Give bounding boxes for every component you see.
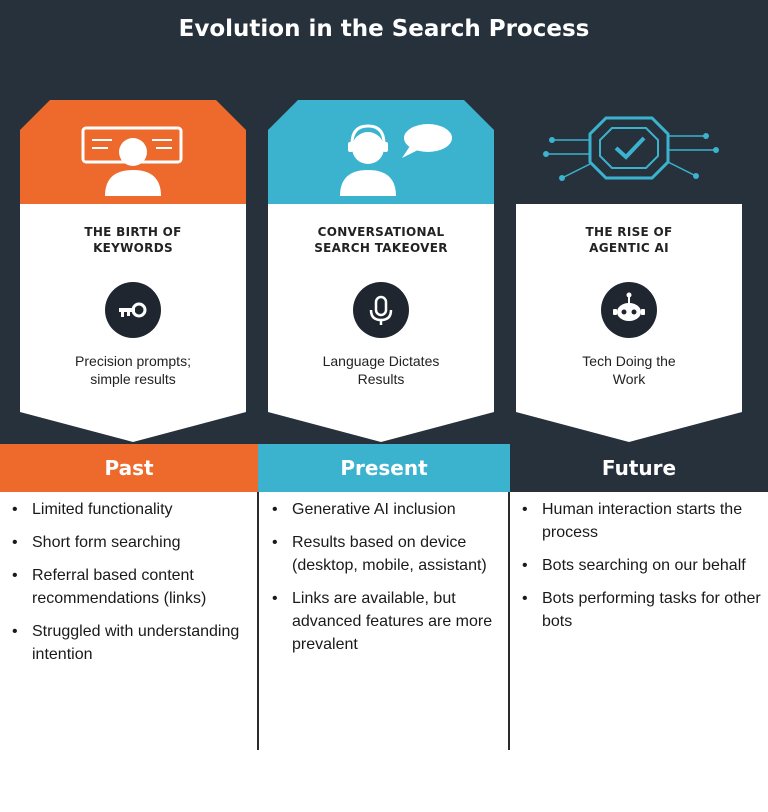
band-present: Present: [258, 444, 510, 492]
column-present: Generative AI inclusion Results based on…: [262, 498, 504, 666]
list-item: Links are available, but advanced featur…: [262, 587, 504, 656]
list-item: Struggled with understanding intention: [2, 620, 250, 666]
key-icon: [105, 282, 161, 338]
list-item: Generative AI inclusion: [262, 498, 504, 521]
page-title: Evolution in the Search Process: [178, 16, 590, 42]
card-body: THE RISE OF AGENTIC AI Tech Doing the Wo…: [516, 204, 742, 442]
card-conversational: CONVERSATIONAL SEARCH TAKEOVER Language …: [268, 100, 494, 442]
list-item: Bots searching on our behalf: [512, 554, 762, 577]
speaking-person-icon: [340, 124, 452, 196]
list-item: Limited functionality: [2, 498, 250, 521]
card-header-blue: [268, 100, 494, 204]
list-item: Short form searching: [2, 531, 250, 554]
card-body: CONVERSATIONAL SEARCH TAKEOVER Language …: [268, 204, 494, 442]
card-keywords: THE BIRTH OF KEYWORDS Precision prompts;…: [20, 100, 246, 442]
card-description: Tech Doing the Work: [582, 353, 676, 387]
column-divider: [508, 492, 510, 750]
card-title: THE BIRTH OF KEYWORDS: [84, 225, 182, 255]
band-past: Past: [0, 444, 258, 492]
list-item: Bots performing tasks for other bots: [512, 587, 762, 633]
list-item: Results based on device (desktop, mobile…: [262, 531, 504, 577]
presentation-user-icon: [81, 126, 183, 196]
card-agentic: THE RISE OF AGENTIC AI Tech Doing the Wo…: [516, 100, 742, 442]
microphone-icon: [353, 282, 409, 338]
list-item: Human interaction starts the process: [512, 498, 762, 544]
column-past: Limited functionality Short form searchi…: [2, 498, 250, 676]
card-title: CONVERSATIONAL SEARCH TAKEOVER: [314, 225, 448, 255]
column-divider: [257, 492, 259, 750]
list-item: Referral based content recommendations (…: [2, 564, 250, 610]
card-description: Precision prompts; simple results: [75, 353, 191, 387]
card-title: THE RISE OF AGENTIC AI: [585, 225, 673, 255]
circuit-check-icon: [543, 116, 719, 181]
band-future: Future: [510, 444, 768, 492]
card-header-dark: [516, 100, 742, 204]
card-body: THE BIRTH OF KEYWORDS Precision prompts;…: [20, 204, 246, 442]
card-header-orange: [20, 100, 246, 204]
column-future: Human interaction starts the process Bot…: [512, 498, 762, 643]
card-description: Language Dictates Results: [322, 353, 440, 387]
robot-icon: [601, 282, 657, 338]
era-bands: Past Present Future: [0, 444, 768, 492]
